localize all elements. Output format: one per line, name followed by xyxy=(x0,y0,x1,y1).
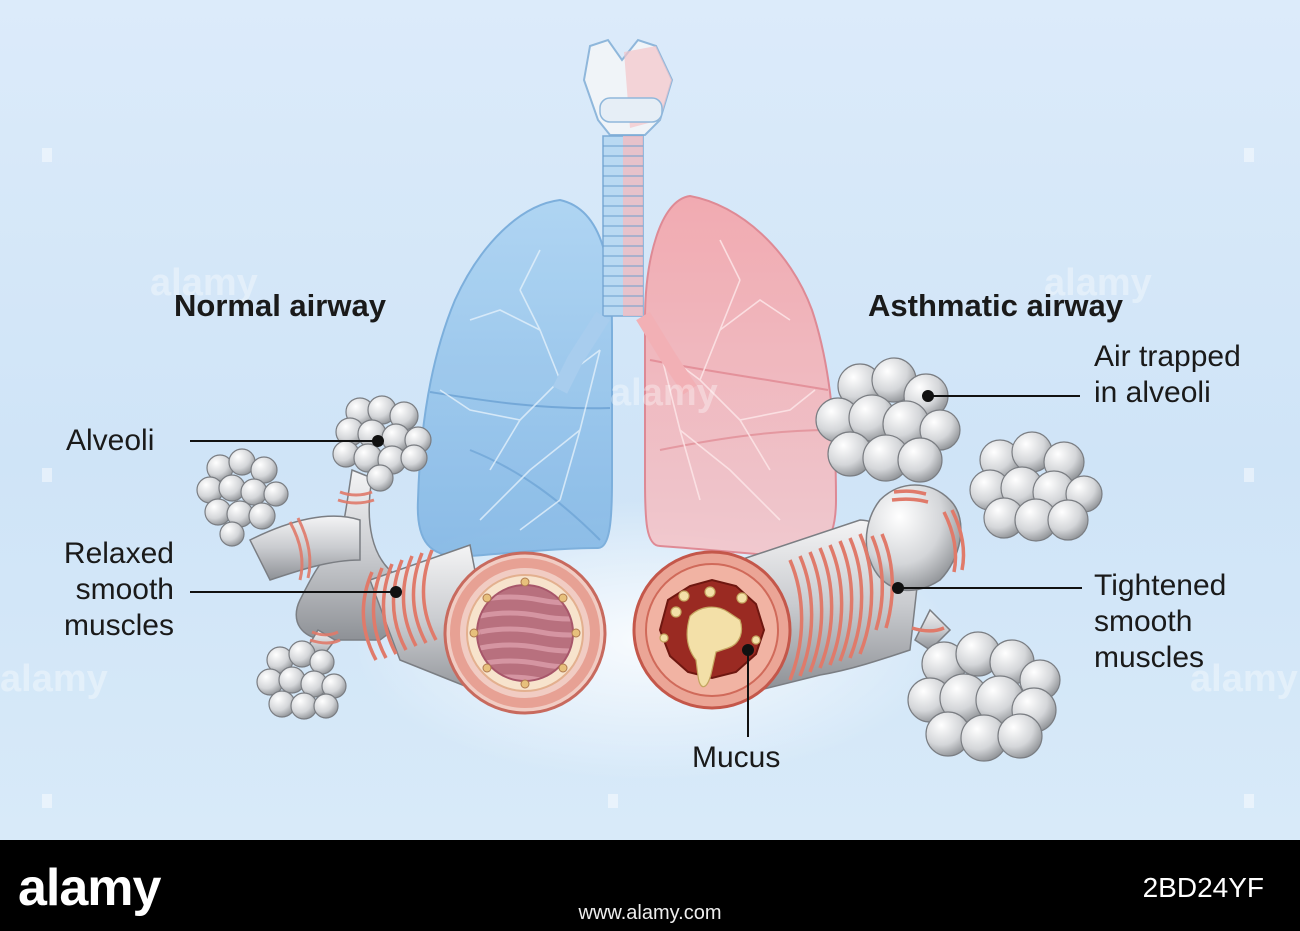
alveoli-clusters xyxy=(196,357,1103,762)
footer-bar: alamy 2BD24YF www.alamy.com xyxy=(0,840,1300,931)
asthmatic-lung xyxy=(644,194,838,558)
footer-url: www.alamy.com xyxy=(578,902,722,924)
relaxed-line-1: Relaxed xyxy=(63,537,174,570)
relaxed-line-3: muscles xyxy=(63,609,174,642)
asthmatic-bronchiole xyxy=(632,484,966,710)
watermark-text: alamy xyxy=(1044,262,1152,304)
illustration: alamy alamy alamy alamy alamy Normal air… xyxy=(0,0,1300,840)
tightened-line-3: muscles xyxy=(1094,641,1205,674)
watermark-text: alamy xyxy=(1190,658,1298,700)
relaxed-muscles-label: Relaxed smooth muscles xyxy=(40,536,174,644)
alveoli-label: Alveoli xyxy=(66,424,155,457)
watermark-text: alamy xyxy=(610,372,718,414)
tightened-line-2: smooth xyxy=(1094,605,1193,638)
mucus-label: Mucus xyxy=(692,741,781,774)
image-id: 2BD24YF xyxy=(1142,872,1264,903)
tightened-line-1: Tightened xyxy=(1094,569,1227,602)
alamy-logo: alamy xyxy=(18,859,161,917)
relaxed-line-2: smooth xyxy=(75,573,174,606)
leader-lines xyxy=(190,390,1082,737)
air-trapped-line-1: Air trapped xyxy=(1094,340,1241,373)
airway-illustration xyxy=(190,38,1103,780)
normal-airway-heading: Normal airway xyxy=(174,288,386,323)
normal-lung xyxy=(416,198,613,558)
normal-bronchiole xyxy=(248,468,607,715)
trachea xyxy=(552,38,697,395)
tightened-muscles-label: Tightened smooth muscles xyxy=(1094,568,1226,676)
watermark-text: alamy xyxy=(150,262,258,304)
air-trapped-line-2: in alveoli xyxy=(1094,376,1211,409)
watermark-text: alamy xyxy=(0,658,108,700)
air-trapped-label: Air trapped in alveoli xyxy=(1094,339,1241,411)
asthmatic-airway-heading: Asthmatic airway xyxy=(868,288,1123,323)
